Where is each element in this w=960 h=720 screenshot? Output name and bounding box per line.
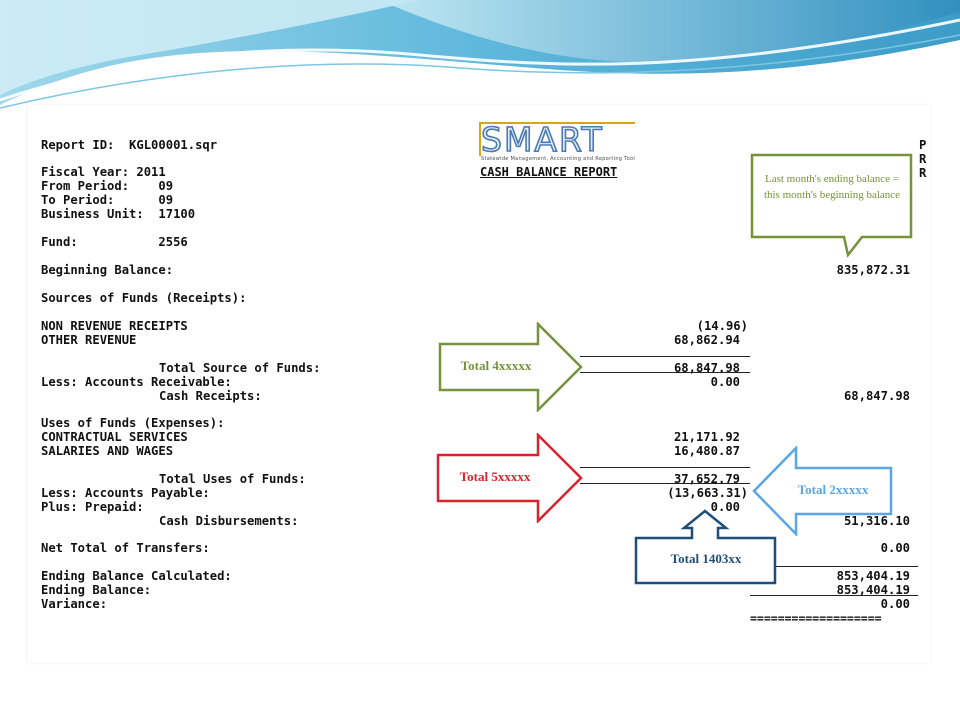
less-ar-value: 0.00 xyxy=(710,375,740,389)
logo-wordmark: SMART xyxy=(480,119,604,160)
business-unit: Business Unit: 17100 xyxy=(41,207,196,221)
other-revenue-label: OTHER REVENUE xyxy=(41,333,137,347)
total2-arrow-callout: Total 2xxxxx xyxy=(752,446,894,536)
uses-heading: Uses of Funds (Expenses): xyxy=(41,416,225,430)
fiscal-year: Fiscal Year: 2011 xyxy=(41,165,166,179)
total1403-arrow-callout: Total 1403xx xyxy=(634,508,778,586)
cash-disb-value: 51,316.10 xyxy=(843,514,910,528)
callout-bubble-shape xyxy=(750,153,913,258)
double-underline: =================== xyxy=(750,611,882,625)
total-uses-label: Total Uses of Funds: xyxy=(159,472,306,486)
variance-label: Variance: xyxy=(41,597,108,611)
beginning-balance-label: Beginning Balance: xyxy=(41,263,174,277)
cash-disb-label: Cash Disbursements: xyxy=(159,514,299,528)
non-revenue-label: NON REVENUE RECEIPTS xyxy=(41,319,188,333)
cash-receipts-value: 68,847.98 xyxy=(843,389,910,403)
logo-frame xyxy=(479,122,635,156)
ending-value: 853,404.19 xyxy=(836,583,910,597)
less-ap-label: Less: Accounts Payable: xyxy=(41,486,210,500)
rule-below-total-uses xyxy=(580,483,750,484)
sources-heading: Sources of Funds (Receipts): xyxy=(41,291,247,305)
rule-below-total-source xyxy=(580,372,750,373)
up-arrow-callout-shape xyxy=(634,509,777,585)
rule-above-ending-calc xyxy=(750,566,918,567)
plus-prepaid-label: Plus: Prepaid: xyxy=(41,500,144,514)
less-ar-label: Less: Accounts Receivable: xyxy=(41,375,232,389)
cash-receipts-label: Cash Receipts: xyxy=(159,389,262,403)
header-wave-decoration xyxy=(0,0,960,109)
right-arrow-shape xyxy=(438,322,583,412)
logo-tagline: Statewide Management, Accounting and Rep… xyxy=(481,156,636,162)
total5-arrow-callout: Total 5xxxxx xyxy=(436,433,584,523)
less-ap-value: (13,663.31) xyxy=(667,486,748,500)
ending-label: Ending Balance: xyxy=(41,583,152,597)
ending-calc-label: Ending Balance Calculated: xyxy=(41,569,232,583)
salaries-label: SALARIES AND WAGES xyxy=(41,444,174,458)
rule-above-total-uses xyxy=(580,467,750,468)
total-source-label: Total Source of Funds: xyxy=(159,361,321,375)
fund: Fund: 2556 xyxy=(41,235,188,249)
smart-logo: SMART Statewide Management, Accounting a… xyxy=(479,119,636,166)
left-arrow-shape xyxy=(752,446,893,536)
ending-balance-note: Last month's ending balance = this month… xyxy=(763,173,901,201)
net-transfers-value: 0.00 xyxy=(880,541,910,555)
total-uses-value: 37,652.79 xyxy=(673,472,740,486)
total4-label: Total 4xxxxx xyxy=(460,358,532,373)
salaries-value: 16,480.87 xyxy=(673,444,740,458)
net-transfers-label: Net Total of Transfers: xyxy=(41,541,210,555)
contractual-label: CONTRACTUAL SERVICES xyxy=(41,430,188,444)
contractual-value: 21,171.92 xyxy=(673,430,740,444)
right-arrow-shape xyxy=(436,433,583,523)
from-period: From Period: 09 xyxy=(41,179,174,193)
side-letters: P R R xyxy=(919,138,927,180)
total4-arrow-callout: Total 4xxxxx xyxy=(438,322,584,412)
other-revenue-value: 68,862.94 xyxy=(673,333,740,347)
rule-above-variance xyxy=(750,595,918,596)
variance-value: 0.00 xyxy=(880,597,910,611)
non-revenue-value: (14.96) xyxy=(696,319,748,333)
to-period: To Period: 09 xyxy=(41,193,174,207)
beginning-balance-value: 835,872.31 xyxy=(836,263,910,277)
total1403-label: Total 1403xx xyxy=(670,551,742,566)
report-title: CASH BALANCE REPORT xyxy=(480,165,618,179)
ending-calc-value: 853,404.19 xyxy=(836,569,910,583)
ending-balance-callout: Last month's ending balance = this month… xyxy=(750,153,914,259)
total2-label: Total 2xxxxx xyxy=(797,482,869,497)
plus-prepaid-value: 0.00 xyxy=(710,500,740,514)
rule-above-total-source xyxy=(580,356,750,357)
total5-label: Total 5xxxxx xyxy=(459,469,531,484)
report-id: Report ID: KGL00001.sqr xyxy=(41,138,218,152)
total-source-value: 68,847.98 xyxy=(673,361,740,375)
